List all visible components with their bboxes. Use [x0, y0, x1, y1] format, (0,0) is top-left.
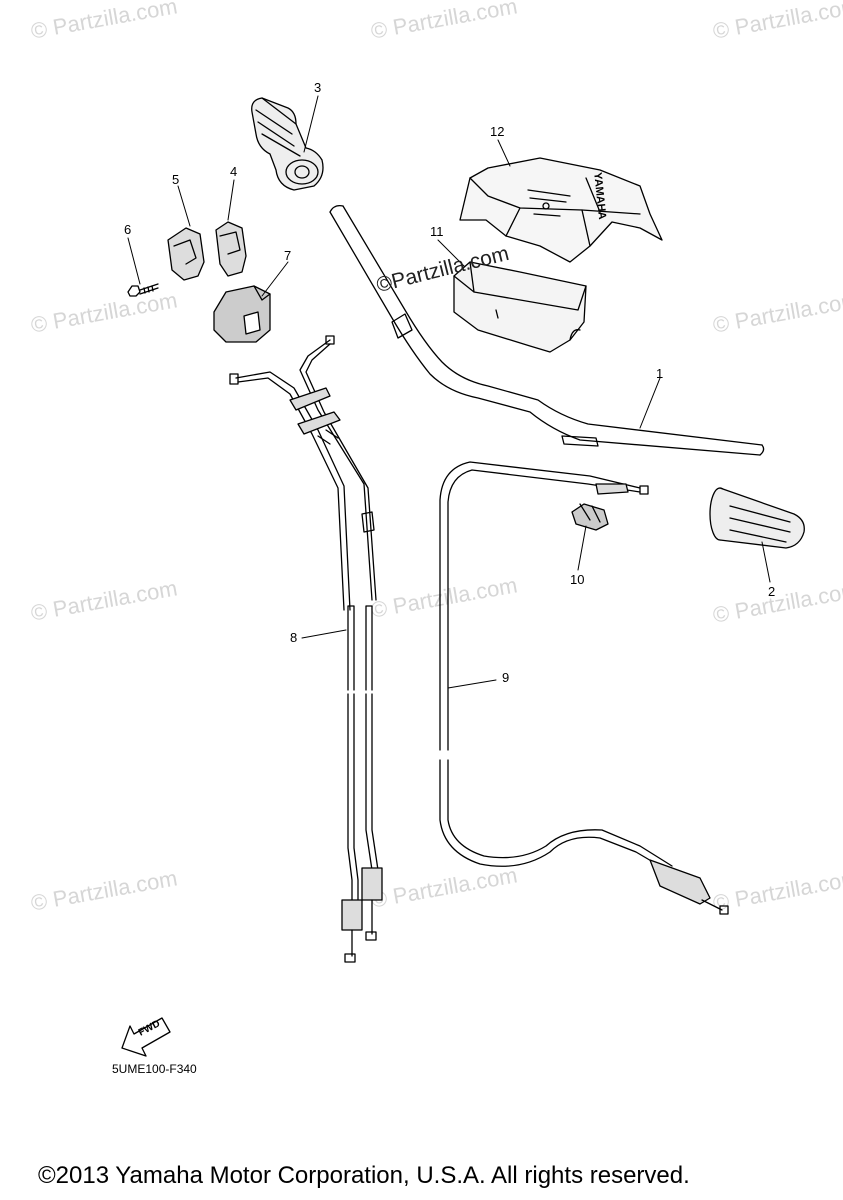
- callout-1: 1: [656, 366, 664, 381]
- throttle-cables: [229, 335, 383, 963]
- copyright-notice: ©2013 Yamaha Motor Corporation, U.S.A. A…: [38, 1162, 690, 1189]
- callout-7: 7: [284, 248, 292, 263]
- callout-9: 9: [502, 670, 510, 685]
- callout-3: 3: [314, 80, 322, 95]
- fwd-arrow-icon: [121, 1017, 171, 1057]
- callout-8: 8: [290, 630, 298, 645]
- handlebar: [329, 204, 765, 456]
- handlebar-pad: [453, 261, 587, 353]
- handlebar-pad-cover: [459, 157, 663, 263]
- callout-2: 2: [768, 584, 776, 599]
- clutch-cable: [439, 461, 729, 915]
- callout-12: 12: [490, 124, 505, 139]
- callout-4: 4: [230, 164, 238, 179]
- screw: [127, 283, 159, 297]
- callout-5: 5: [172, 172, 180, 187]
- callout-11: 11: [430, 224, 444, 239]
- throttle-housing: [167, 221, 247, 281]
- callout-6: 6: [124, 222, 132, 237]
- diagram-code: 5UME100-F340: [112, 1062, 197, 1076]
- right-grip: [709, 487, 805, 549]
- leader-lines: [127, 95, 771, 689]
- housing-cover: [213, 285, 271, 343]
- cable-adjuster: [571, 503, 609, 531]
- throttle-grip: [251, 97, 324, 191]
- callout-10: 10: [570, 572, 585, 587]
